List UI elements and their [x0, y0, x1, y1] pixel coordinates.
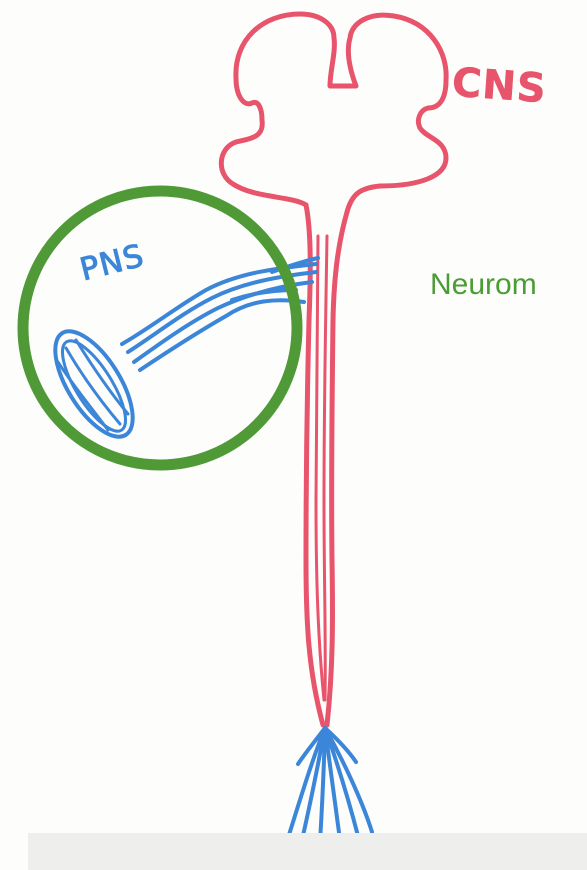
spinal-cord-inner-right: [324, 236, 327, 700]
brain-outline: [221, 14, 446, 212]
bottom-strip: [28, 833, 587, 870]
cns-label: CNS: [451, 63, 548, 110]
spinal-cord-right: [327, 212, 347, 725]
nerve-fan-bottom: [288, 728, 372, 842]
neuromuscular-label: Neurom: [430, 268, 537, 302]
cns-outline: [221, 14, 446, 725]
